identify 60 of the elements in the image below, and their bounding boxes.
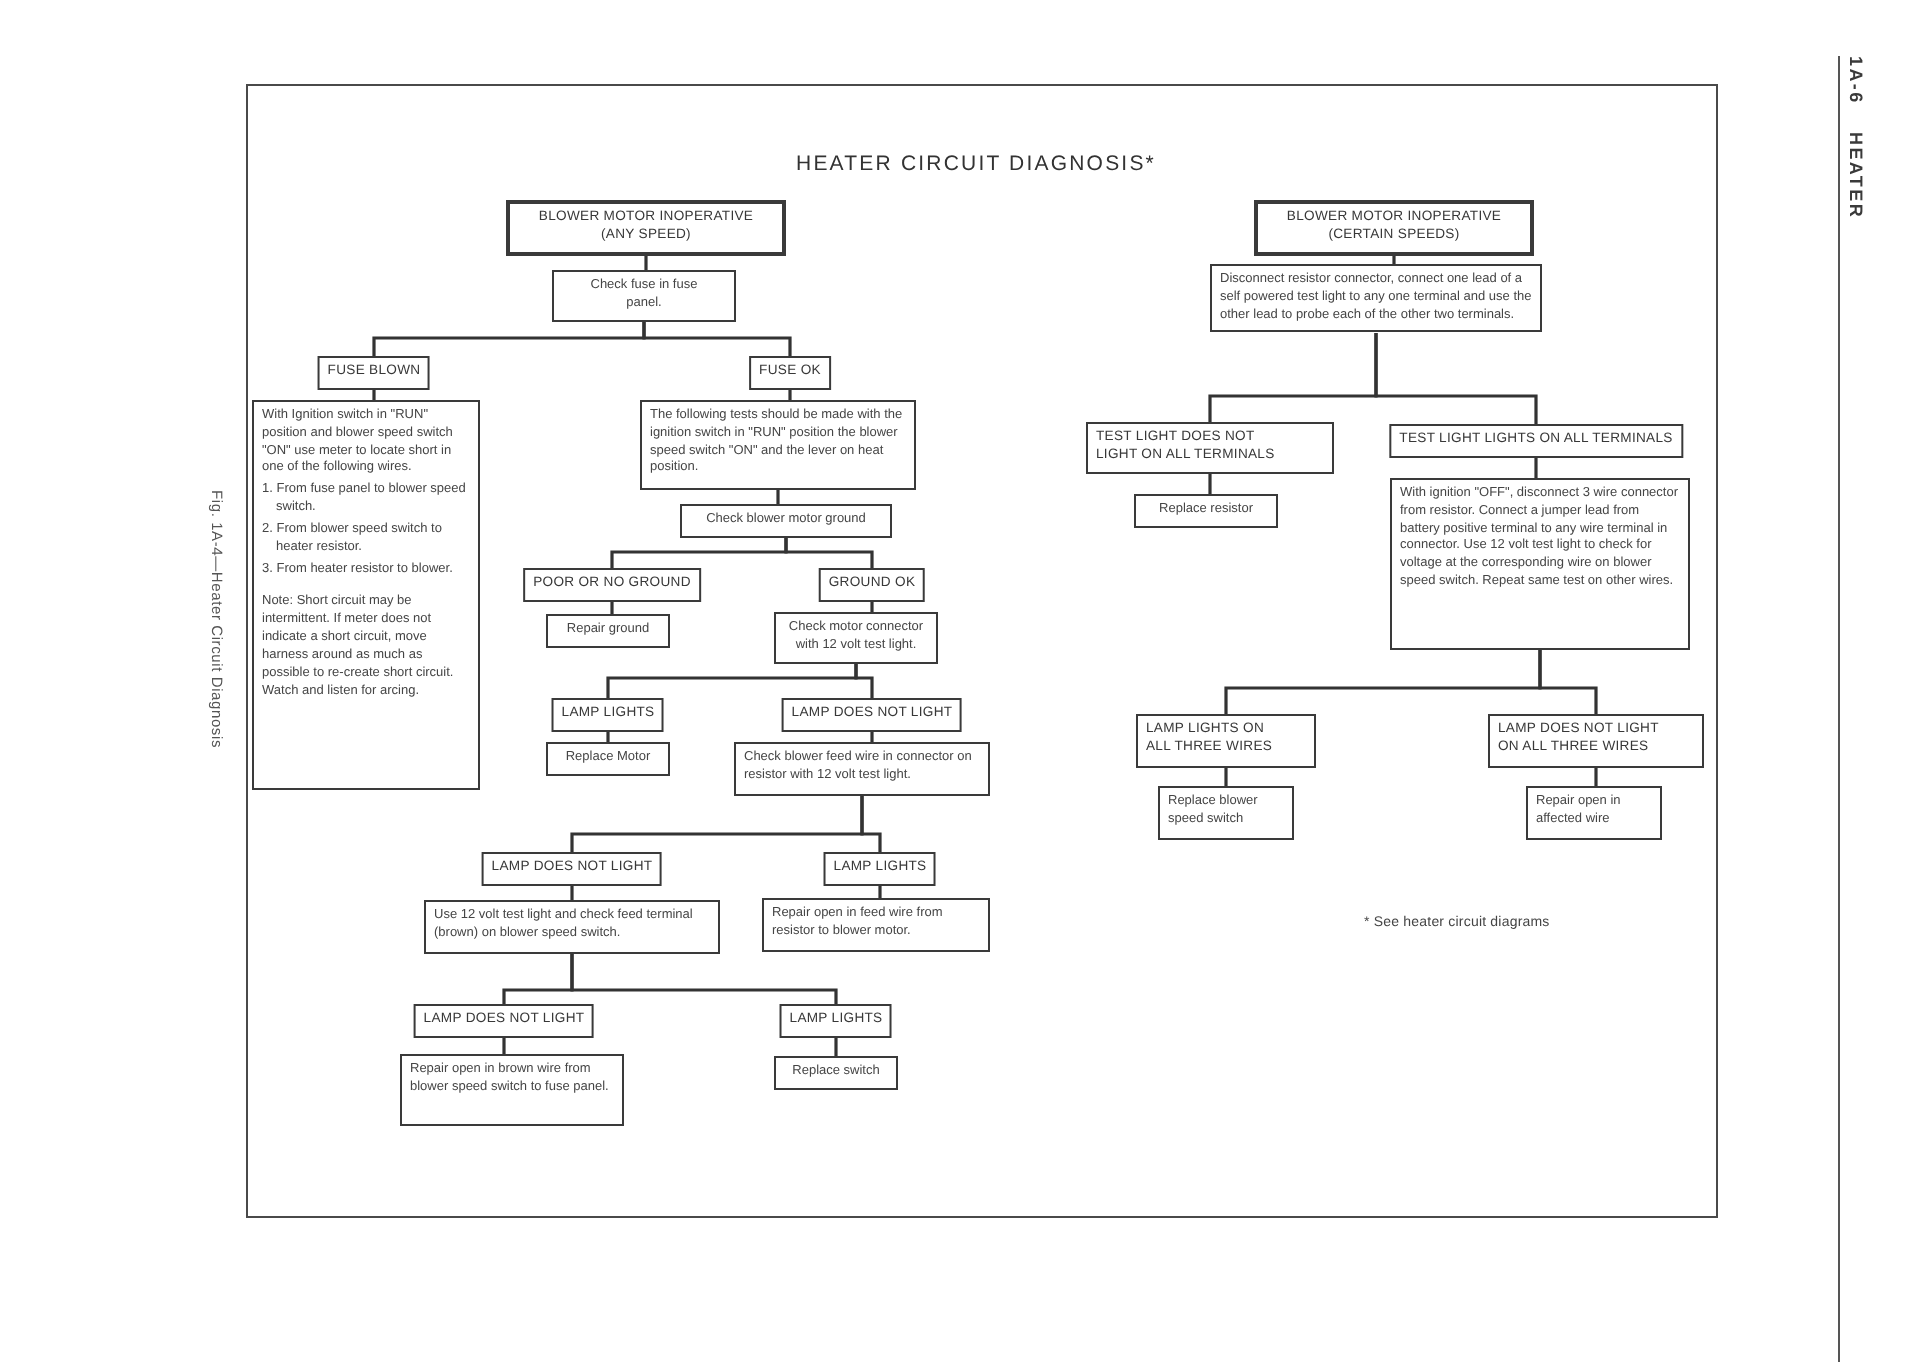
connector-line — [870, 731, 874, 742]
connector-line — [606, 731, 610, 742]
connector-line — [870, 601, 874, 612]
action-box — [1158, 786, 1294, 840]
action-box — [546, 614, 670, 648]
connector-line — [1594, 768, 1598, 786]
result-box — [779, 1004, 893, 1038]
action-box — [400, 1054, 624, 1126]
connector-line — [570, 954, 838, 1004]
connector-line — [1392, 255, 1396, 264]
result-box — [818, 568, 926, 602]
action-box — [1390, 478, 1690, 650]
connector-line — [776, 490, 780, 504]
action-box — [762, 898, 990, 952]
result-box — [749, 356, 831, 390]
result-box — [1136, 714, 1316, 768]
connector-line — [644, 255, 648, 270]
connector-line — [610, 601, 614, 614]
result-box — [1086, 422, 1334, 474]
result-box — [823, 852, 937, 886]
symptom-box — [506, 200, 786, 256]
connector-line — [878, 885, 882, 898]
result-box — [413, 1004, 595, 1038]
connector-line — [1224, 768, 1228, 786]
connector-line — [642, 321, 792, 356]
result-box — [481, 852, 663, 886]
action-box — [546, 742, 670, 776]
action-box — [734, 742, 990, 796]
connector-line — [372, 389, 376, 400]
connector-line — [784, 537, 874, 568]
action-box — [1526, 786, 1662, 840]
result-box — [551, 698, 665, 732]
connector-line — [502, 1037, 506, 1054]
page-number: 1A-6 — [1846, 56, 1866, 105]
result-box — [317, 356, 431, 390]
section-header: HEATER — [1846, 132, 1866, 220]
connector-line — [860, 796, 882, 852]
result-box — [523, 568, 701, 602]
diagram-title: HEATER CIRCUIT DIAGNOSIS* — [796, 152, 1156, 176]
result-box — [1389, 424, 1683, 458]
result-box — [781, 698, 963, 732]
connector-line — [834, 1037, 838, 1056]
action-box — [1210, 264, 1542, 333]
connector-line — [1208, 473, 1212, 494]
connector-line — [570, 885, 574, 900]
action-box — [774, 1056, 898, 1090]
action-box — [640, 400, 916, 490]
connector-line — [854, 664, 874, 698]
action-box — [424, 900, 720, 954]
connector-line — [788, 389, 792, 400]
action-box — [1134, 494, 1278, 528]
action-box — [552, 270, 736, 322]
action-box — [774, 612, 938, 664]
symptom-box — [1254, 200, 1534, 256]
connector-line — [1374, 332, 1538, 424]
action-box — [252, 400, 480, 790]
action-box — [680, 504, 892, 538]
connector-line — [1534, 457, 1538, 478]
connector-line — [1538, 650, 1598, 714]
result-box — [1488, 714, 1704, 768]
